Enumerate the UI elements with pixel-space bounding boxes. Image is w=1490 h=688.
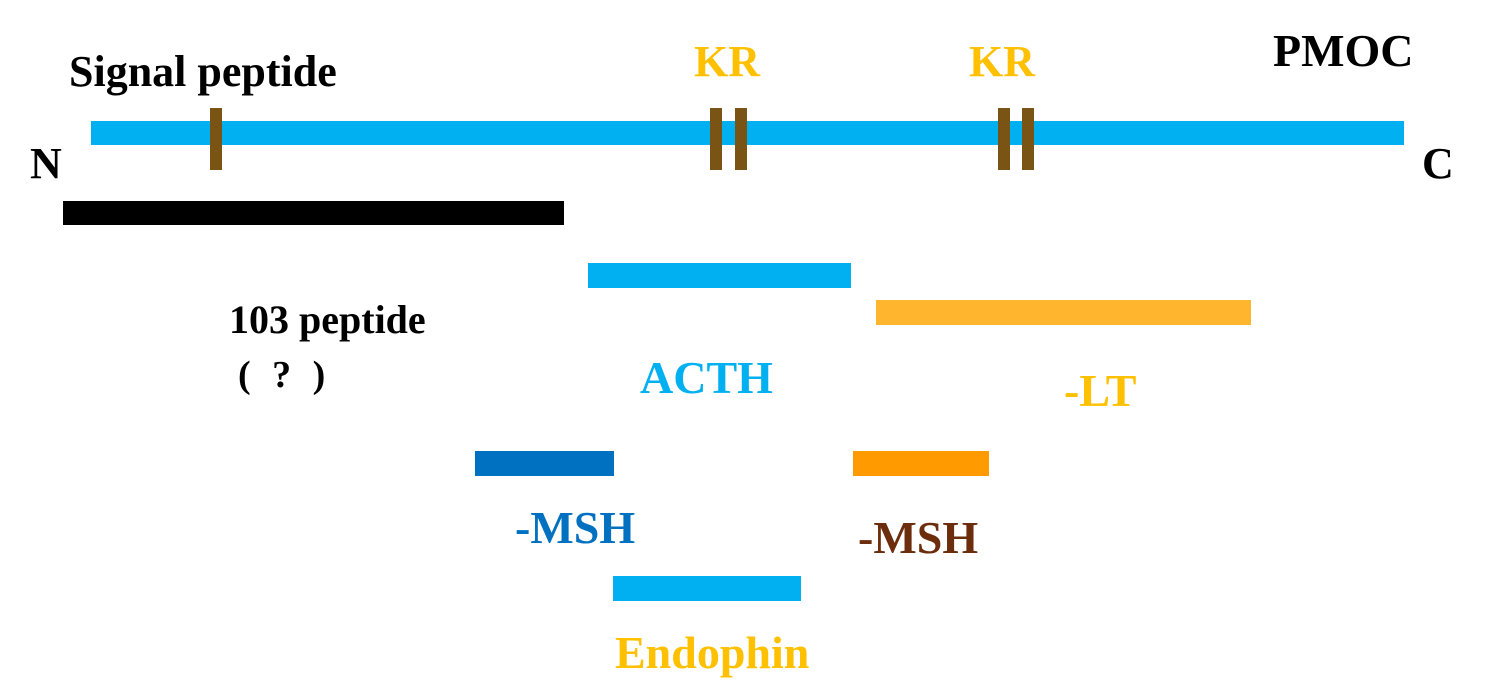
peptide-103-label: 103 peptide: [229, 297, 426, 342]
pmoc-title: PMOC: [1273, 25, 1414, 76]
pmoc-backbone: [91, 121, 1404, 145]
n-terminus-label: N: [30, 139, 62, 188]
signal-peptide-cleavage-mark: [210, 108, 222, 170]
endophin-label: Endophin: [615, 627, 810, 678]
kr-left-mark-2: [735, 108, 747, 170]
endophin-bar: [613, 576, 801, 601]
kr-right-label: KR: [969, 37, 1035, 86]
kr-left-label: KR: [694, 37, 760, 86]
kr-right-mark-2: [1022, 108, 1034, 170]
msh-left-bar: [475, 451, 614, 476]
peptide-103-bar: [63, 201, 564, 225]
peptide-103-note: ( ? ): [238, 354, 332, 396]
acth-bar: [588, 263, 851, 288]
lt-label: -LT: [1064, 365, 1137, 416]
msh-right-label: -MSH: [858, 512, 979, 563]
msh-right-bar: [853, 451, 989, 476]
c-terminus-label: C: [1422, 139, 1454, 188]
kr-left-mark-1: [710, 108, 722, 170]
signal-peptide-label: Signal peptide: [69, 47, 337, 96]
kr-right-mark-1: [998, 108, 1010, 170]
lt-bar: [876, 300, 1251, 325]
msh-left-label: -MSH: [515, 502, 636, 553]
acth-label: ACTH: [640, 352, 773, 403]
